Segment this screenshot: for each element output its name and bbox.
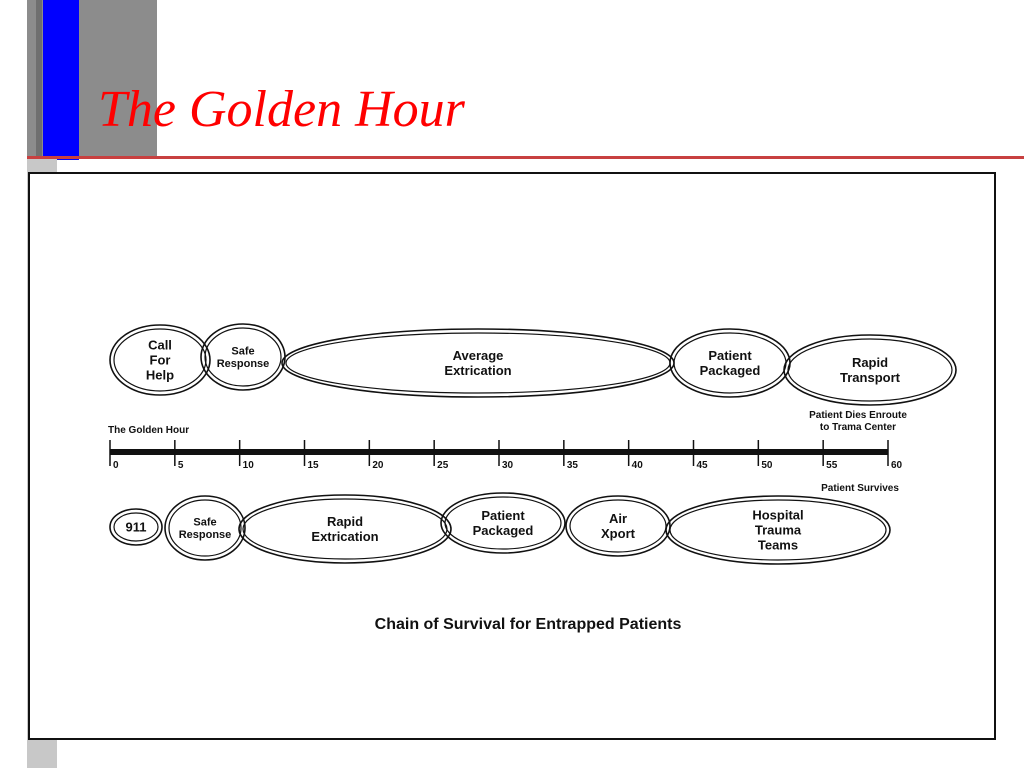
top-chain-bubble-0-label: For — [150, 353, 171, 368]
top-chain-bubble-0-outer — [109, 324, 211, 396]
slide-title: The Golden Hour — [98, 81, 465, 138]
note-patient-dies: Patient Dies Enroute — [809, 410, 907, 421]
timeline-tick-label-55: 55 — [826, 460, 838, 471]
golden-hour-diagram: CallForHelpSafeResponseAverageExtricatio… — [108, 323, 957, 633]
bottom-chain-bubble-1-label: Response — [179, 529, 232, 541]
figure-caption: Chain of Survival for Entrapped Patients — [375, 616, 682, 633]
top-chain-bubble-1-inner — [204, 327, 282, 387]
bottom-chain-bubble-3-label: Packaged — [473, 523, 534, 538]
bottom-chain-bubble-1-inner — [168, 499, 242, 557]
bottom-chain-bubble-3-outer — [440, 492, 566, 554]
timeline-tick-label-35: 35 — [567, 460, 579, 471]
decor-blue-bar — [43, 0, 79, 160]
timeline-tick-label-30: 30 — [502, 460, 514, 471]
timeline-tick-label-25: 25 — [437, 460, 449, 471]
top-chain-bubble-0-label: Help — [146, 368, 174, 383]
note-patient-survives: Patient Survives — [821, 483, 899, 494]
top-chain-bubble-4-inner — [787, 338, 953, 402]
bottom-chain-bubble-5-label: Trauma — [755, 523, 802, 538]
timeline-label: The Golden Hour — [108, 425, 189, 436]
top-chain-bubble-3-label: Patient — [708, 348, 752, 363]
bottom-chain-bubble-2-outer — [238, 494, 452, 564]
bottom-chain-bubble-1-label: Safe — [193, 517, 216, 529]
top-chain-bubble-4-label: Transport — [840, 370, 901, 385]
top-chain-bubble-3-label: Packaged — [700, 363, 761, 378]
bottom-chain-bubble-5-outer — [665, 495, 891, 565]
bottom-chain-bubble-5-label: Teams — [758, 538, 798, 553]
top-chain-bubble-2-label: Average — [453, 348, 504, 363]
timeline-tick-label-45: 45 — [697, 460, 709, 471]
top-chain-bubble-1-label: Safe — [231, 346, 254, 358]
bottom-chain-bubble-5-inner — [669, 499, 887, 561]
timeline-tick-label-5: 5 — [178, 460, 184, 471]
bottom-chain-bubble-2-label: Rapid — [327, 514, 363, 529]
timeline-tick-label-50: 50 — [761, 460, 773, 471]
bottom-chain-bubble-0-outer — [109, 508, 163, 546]
bottom-chain-bubble-1-outer — [164, 495, 246, 561]
bottom-chain-bubble-2-label: Extrication — [311, 529, 378, 544]
timeline-tick-label-60: 60 — [891, 460, 903, 471]
bottom-chain-bubble-4-label: Xport — [601, 526, 636, 541]
timeline-tick-label-15: 15 — [308, 460, 320, 471]
bottom-chain-bubble-5-label: Hospital — [752, 508, 803, 523]
top-chain-bubble-2-label: Extrication — [444, 363, 511, 378]
bottom-chain-bubble-3-label: Patient — [481, 508, 525, 523]
bottom-chain-bubble-0-label: 911 — [126, 520, 147, 535]
top-chain-bubble-0-label: Call — [148, 338, 172, 353]
timeline-tick-label-40: 40 — [632, 460, 644, 471]
bottom-chain-bubble-4-outer — [565, 495, 671, 557]
bottom-chain-bubble-4-label: Air — [609, 511, 627, 526]
top-chain-bubble-0-inner — [113, 328, 207, 392]
timeline-tick-label-0: 0 — [113, 460, 119, 471]
note-trama-center: to Trama Center — [820, 422, 896, 433]
top-chain-bubble-1-label: Response — [217, 358, 270, 370]
timeline-tick-label-10: 10 — [243, 460, 255, 471]
top-chain-bubble-4-label: Rapid — [852, 355, 888, 370]
top-chain-bubble-4-outer — [783, 334, 957, 406]
timeline-tick-label-20: 20 — [372, 460, 384, 471]
bottom-chain-bubble-0-inner — [113, 512, 159, 542]
title-rule — [27, 156, 1024, 159]
bottom-chain-bubble-3-inner — [444, 496, 562, 550]
decor-gray-stripe — [36, 0, 42, 157]
